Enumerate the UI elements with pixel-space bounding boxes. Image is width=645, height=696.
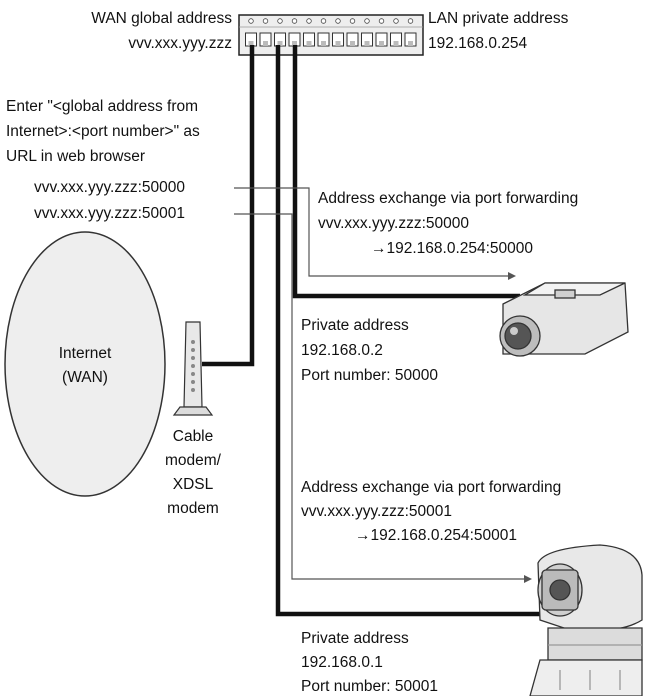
- instruction-line-3: URL in web browser: [6, 146, 145, 168]
- router-led: [336, 19, 341, 24]
- camera-1-label: Private address: [301, 315, 409, 337]
- modem-icon: [174, 322, 212, 415]
- url-1: vvv.xxx.yyy.zzz:50000: [34, 177, 185, 199]
- modem-label-1: Cable: [153, 426, 233, 448]
- forwarding-1-title: Address exchange via port forwarding: [318, 188, 578, 210]
- router-led: [292, 19, 297, 24]
- wan-address: vvv.xxx.yyy.zzz: [128, 33, 232, 55]
- camera-1-address: 192.168.0.2: [301, 340, 383, 362]
- url-2: vvv.xxx.yyy.zzz:50001: [34, 203, 185, 225]
- forwarding-2-to: →192.168.0.254:50001: [355, 525, 517, 547]
- router-led: [408, 19, 413, 24]
- router-led: [278, 19, 283, 24]
- modem-label-2: modem/: [153, 450, 233, 472]
- router-led: [321, 19, 326, 24]
- router-port-notch: [307, 41, 312, 46]
- router-icon: [239, 15, 423, 55]
- camera-2-port: Port number: 50001: [301, 676, 438, 696]
- forwarding-2-title: Address exchange via port forwarding: [301, 477, 561, 499]
- router-led: [365, 19, 370, 24]
- router-port-notch: [408, 41, 413, 46]
- internet-label-2: (WAN): [5, 367, 165, 389]
- router-led: [379, 19, 384, 24]
- camera-2-address: 192.168.0.1: [301, 652, 383, 674]
- instruction-line-2: Internet>:<port number>" as: [6, 121, 200, 143]
- router-port-notch: [321, 41, 326, 46]
- camera-1-port: Port number: 50000: [301, 365, 438, 387]
- router-port-notch: [336, 41, 341, 46]
- router-led: [394, 19, 399, 24]
- modem-label-4: modem: [153, 498, 233, 520]
- lan-label: LAN private address: [428, 8, 568, 30]
- forwarding-1-from: vvv.xxx.yyy.zzz:50000: [318, 213, 469, 235]
- cable-router-modem: [202, 45, 252, 364]
- lan-address: 192.168.0.254: [428, 33, 527, 55]
- router-led: [307, 19, 312, 24]
- router-led: [350, 19, 355, 24]
- internet-label-1: Internet: [5, 343, 165, 365]
- forwarding-1-to: →192.168.0.254:50000: [371, 238, 533, 260]
- router-port-notch: [350, 41, 355, 46]
- ptz-camera-icon: [530, 545, 642, 696]
- router-port-notch: [365, 41, 370, 46]
- router-port-notch: [379, 41, 384, 46]
- router-port-notch: [263, 41, 268, 46]
- forwarding-2-from: vvv.xxx.yyy.zzz:50001: [301, 501, 452, 523]
- router-led: [249, 19, 254, 24]
- modem-label-3: XDSL: [153, 474, 233, 496]
- router-port-notch: [394, 41, 399, 46]
- camera-2-label: Private address: [301, 628, 409, 650]
- router-led: [263, 19, 268, 24]
- wan-label: WAN global address: [91, 8, 232, 30]
- instruction-line-1: Enter "<global address from: [6, 96, 198, 118]
